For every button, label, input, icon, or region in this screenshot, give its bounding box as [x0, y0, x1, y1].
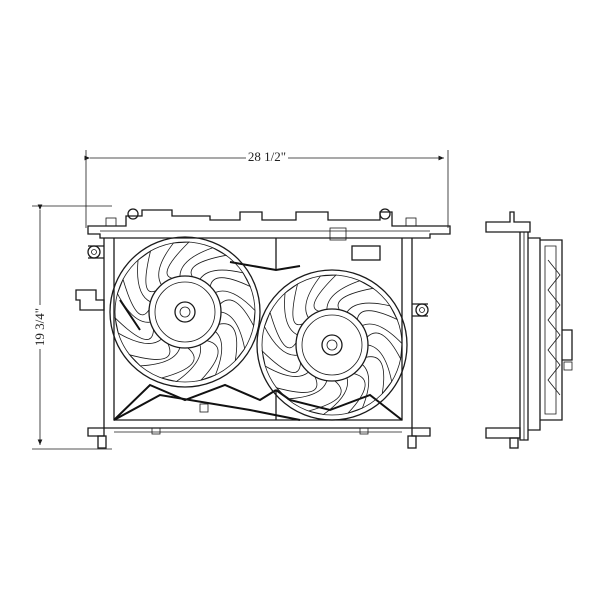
fan-blade	[326, 280, 375, 310]
fan-blade	[347, 364, 370, 414]
fan-blade	[199, 269, 252, 288]
side-view	[485, 211, 573, 449]
fan-blade	[137, 250, 157, 303]
fan-blade	[263, 311, 298, 356]
fan-blade	[114, 316, 162, 344]
fan-blade	[308, 377, 348, 415]
connector-left	[75, 289, 105, 311]
fan-blade	[116, 278, 151, 323]
height-label: 19 3/4"	[32, 308, 47, 346]
fan-blade	[158, 241, 190, 286]
struts	[113, 261, 403, 421]
fan-blade	[362, 323, 403, 361]
fan-blade	[161, 344, 201, 382]
fan-blade	[261, 349, 309, 377]
fan-blade	[346, 302, 399, 321]
fan-right	[256, 269, 408, 421]
fan-blade	[305, 274, 337, 319]
fan-blade	[215, 290, 256, 328]
width-label: 28 1/2"	[248, 149, 286, 164]
fan-blade	[179, 247, 228, 277]
fan-blade	[200, 331, 223, 381]
fan-blade	[365, 344, 393, 394]
height-dimension: 19 3/4"	[30, 204, 112, 450]
fan-blade	[284, 283, 304, 336]
top-rail	[87, 209, 451, 239]
fan-blade	[275, 376, 328, 400]
front-view	[75, 208, 451, 449]
fan-blade	[218, 311, 246, 361]
width-dimension: 28 1/2"	[84, 148, 449, 228]
fan-left	[109, 236, 261, 388]
label-plate	[351, 245, 381, 261]
fan-blade	[128, 343, 181, 367]
shroud-frame	[103, 238, 413, 429]
